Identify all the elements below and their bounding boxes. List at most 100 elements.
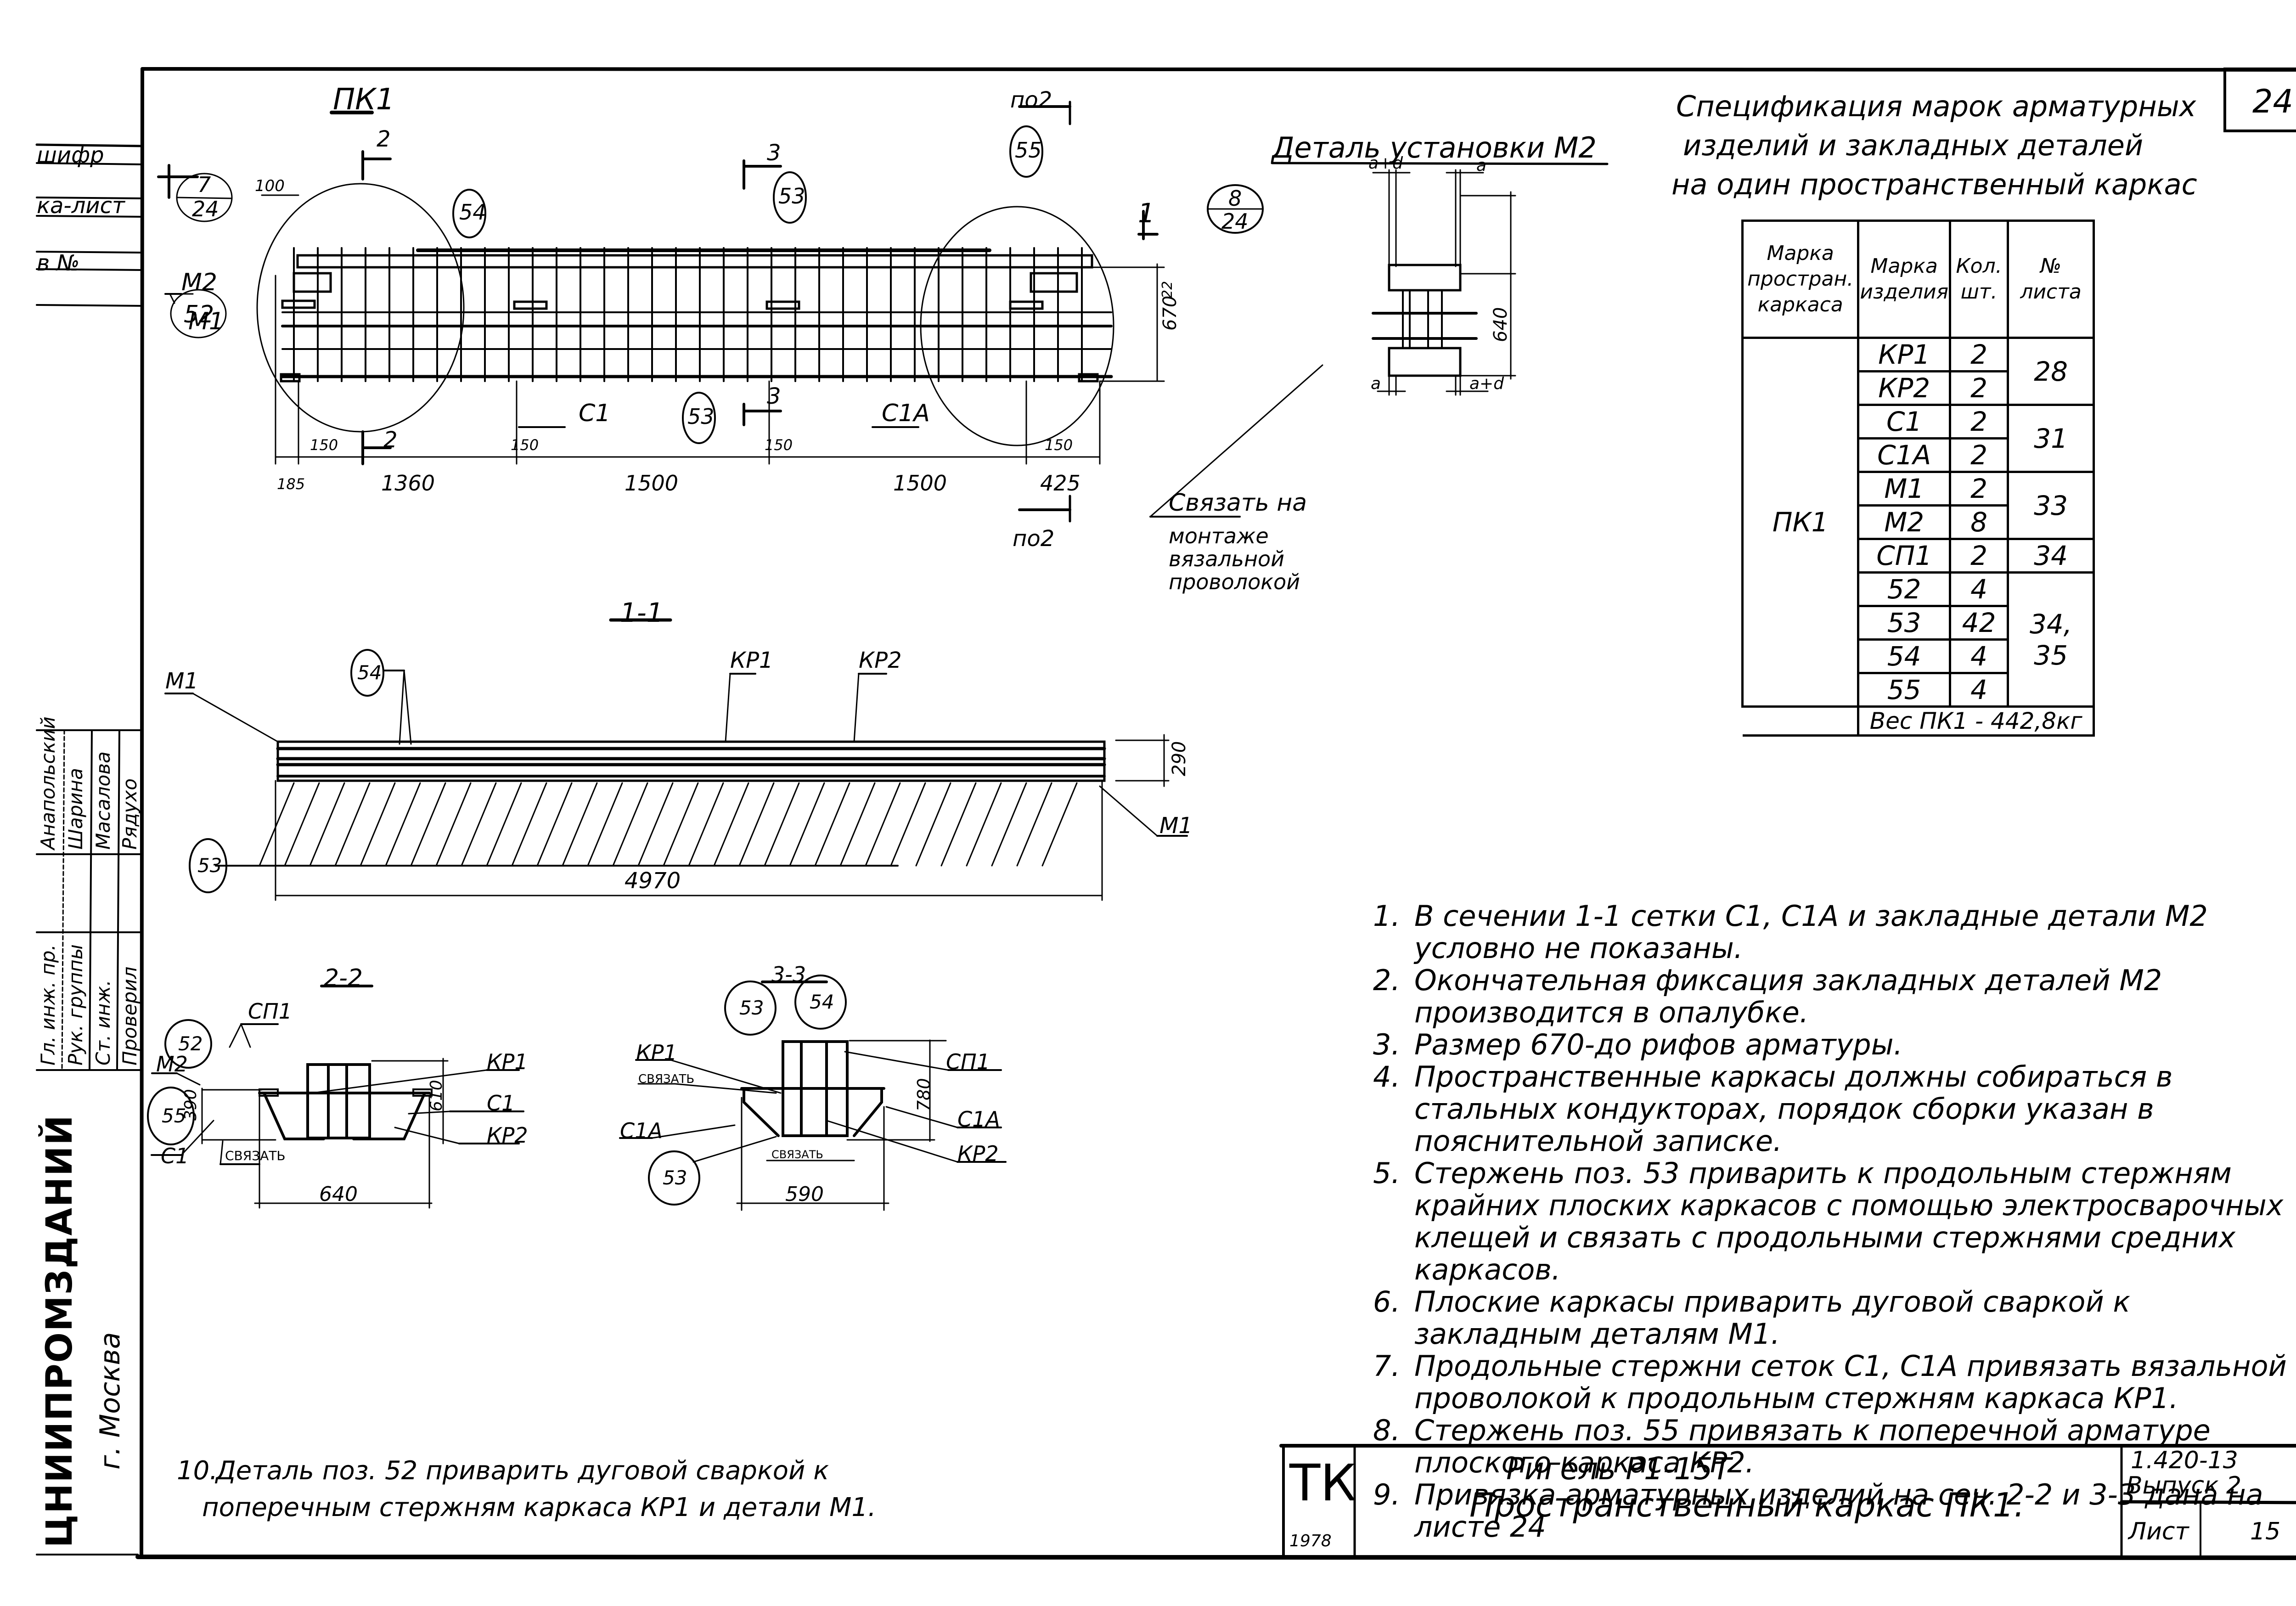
label-c1: С1 — [579, 400, 611, 427]
note-number: 4. — [1373, 1060, 1401, 1093]
note-text: Привязка арматурных изделий на сеч. 2-2 … — [1414, 1478, 2263, 1544]
hatch-line — [764, 782, 800, 867]
note-number: 9. — [1373, 1478, 1401, 1511]
s22-tie: связать — [225, 1148, 286, 1163]
spec-sheet: 28 — [2007, 337, 2095, 406]
stamp-name-3: Масалова — [92, 751, 114, 850]
note-number: 1. — [1373, 899, 1401, 933]
hatch-line — [486, 782, 522, 867]
section-2-2-title: 2-2 — [324, 964, 363, 992]
note-text: Стержень поз. 53 приварить к продольным … — [1414, 1156, 2284, 1286]
spec-mark: 55 — [1857, 672, 1951, 708]
dim-1500-b: 1500 — [893, 471, 947, 496]
hatch-line — [511, 782, 547, 867]
s22-callout-55: 55 — [162, 1104, 186, 1127]
detail-m2-geometry — [1271, 162, 1609, 396]
s22-dim-390: 390 — [181, 1089, 200, 1121]
note-text: Стержень поз. 55 привязать к поперечной … — [1414, 1414, 2211, 1479]
section-1-1-geometry — [164, 618, 1188, 901]
spec-sheet: 34, 35 — [2007, 571, 2095, 708]
hatch-line — [713, 782, 749, 867]
spec-frame-cell: ПК1 — [1741, 337, 1860, 708]
spec-sheet: 33 — [2007, 471, 2095, 540]
stamp-role-4: Проверил — [118, 966, 141, 1065]
spec-qty: 2 — [1948, 337, 2009, 372]
s33-label-sp1: СП1 — [946, 1049, 990, 1074]
hatch-line — [587, 782, 623, 867]
spec-header-frame: Марка простран. каркаса — [1741, 220, 1860, 339]
tie-note-1: Связать на — [1169, 489, 1307, 517]
tie-note-4: проволокой — [1169, 569, 1300, 594]
stamp-tk: ТК — [1289, 1454, 1356, 1512]
detail-ref-8-bottom: 24 — [1221, 209, 1249, 234]
s11-label-kp1: КР1 — [730, 648, 773, 673]
table-row: ПК1 КР1 2 28 — [1741, 337, 2095, 708]
hatch-line — [966, 782, 1002, 867]
note-number: 3. — [1373, 1028, 1401, 1061]
note-text: Размер 670-до рифов арматуры. — [1414, 1028, 1903, 1061]
spec-mark: 53 — [1857, 605, 1951, 641]
note-number: 6. — [1373, 1285, 1401, 1319]
detail-m2-dim-a-plus-d-top: а+d — [1368, 154, 1403, 173]
hatch-line — [1016, 782, 1052, 867]
note-number: 8. — [1373, 1414, 1401, 1447]
hatch-line — [435, 782, 472, 867]
hatch-line — [915, 782, 951, 867]
note-item: 4.Пространственные каркасы должны собира… — [1373, 1061, 2296, 1157]
spec-weight: Вес ПК1 - 442,8кг — [1857, 705, 2095, 737]
s33-callout-54: 54 — [810, 991, 834, 1013]
spec-title-line-1: Спецификация марок арматурных — [1676, 90, 2196, 123]
stamp-year: 1978 — [1289, 1532, 1332, 1550]
spec-qty: 2 — [1948, 471, 2009, 507]
dim-185: 185 — [277, 475, 305, 493]
stamp-role-2: Рук. группы — [64, 944, 87, 1065]
notes-list: 1.В сечении 1-1 сетки С1, С1А и закладны… — [1373, 900, 2296, 1543]
hatch-line — [890, 782, 926, 867]
note-number: 5. — [1373, 1156, 1401, 1190]
margin-field-sheet: ка-лист — [37, 193, 125, 219]
spec-mark: М1 — [1857, 471, 1951, 507]
detail-m2-title: Деталь установки М2 — [1272, 131, 1597, 164]
spec-qty: 2 — [1948, 437, 2009, 473]
s22-callout-52: 52 — [178, 1032, 203, 1055]
detail-ref-7-bottom: 24 — [192, 197, 219, 221]
stamp-name-4: Рядухо — [118, 778, 141, 850]
spec-header-qty: Кол. шт. — [1948, 220, 2009, 339]
hatch-line — [637, 782, 674, 867]
stamp-name-1: Анапольский — [37, 716, 59, 850]
drawing-title-2: Пространственный каркас ПК1. — [1469, 1486, 2025, 1524]
label-c1a: С1А — [882, 400, 930, 427]
spec-mark: С1А — [1857, 437, 1951, 473]
detail-m2-dim-640: 640 — [1490, 307, 1511, 342]
margin-field-number: в № — [37, 250, 80, 276]
section-3-3-title: 3-3 — [771, 962, 806, 987]
note-text: Окончательная фиксация закладных деталей… — [1414, 964, 2162, 1029]
dim-1360: 1360 — [381, 471, 435, 496]
note-item: 7.Продольные стержни сеток С1, С1А привя… — [1373, 1350, 2296, 1414]
frame-left — [140, 67, 144, 1559]
s11-dim-4970: 4970 — [625, 868, 681, 894]
section-1-1-title: 1-1 — [620, 597, 664, 628]
spec-qty: 42 — [1948, 605, 2009, 641]
hatch-line — [1041, 782, 1078, 867]
dim-1500-a: 1500 — [625, 471, 679, 496]
note-number: 2. — [1373, 964, 1401, 997]
s11-label-m1-left: М1 — [165, 668, 198, 694]
section-mark-po2-top: по2 — [1010, 87, 1052, 113]
detail-ref-7-top: 7 — [197, 172, 211, 197]
hatch-line — [284, 782, 320, 867]
detail-m2-dim-a-top: а — [1476, 156, 1487, 175]
stamp-role-3: Ст. инж. — [92, 980, 114, 1065]
hatch-line — [865, 782, 901, 867]
tie-note-2: монтаже — [1169, 524, 1269, 548]
s33-dim-780: 780 — [914, 1078, 934, 1111]
hatch-line — [738, 782, 775, 867]
s11-label-kp2: КР2 — [859, 648, 902, 673]
note-10-num: 10. — [177, 1456, 218, 1486]
